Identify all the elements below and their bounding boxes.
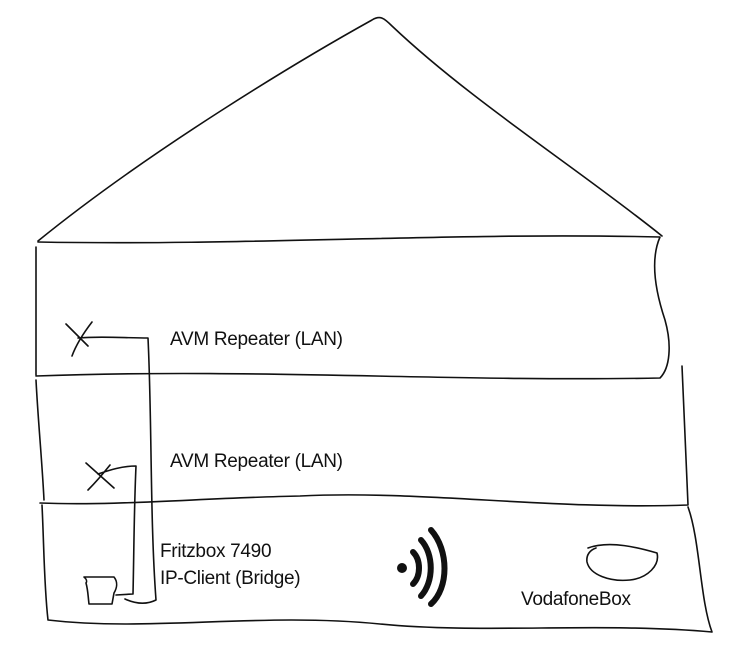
top-floor-repeater-label: AVM Repeater (LAN) [170,329,343,350]
floor-middle-outline [35,365,689,507]
router-label: VodafoneBox [521,589,631,610]
roof [37,16,663,242]
router-blob-icon [586,543,659,582]
floor-top-outline [35,235,670,380]
middle-floor-repeater-label: AVM Repeater (LAN) [170,451,343,472]
floor-ground-outline [41,504,713,633]
cable-middle [85,462,137,596]
wifi-signal-icon [397,527,448,607]
fritzbox-mode-label: IP-Client (Bridge) [160,568,301,589]
fritzbox-device-icon [83,576,118,605]
cable-top [65,321,157,605]
fritzbox-name-label: Fritzbox 7490 [160,541,272,562]
